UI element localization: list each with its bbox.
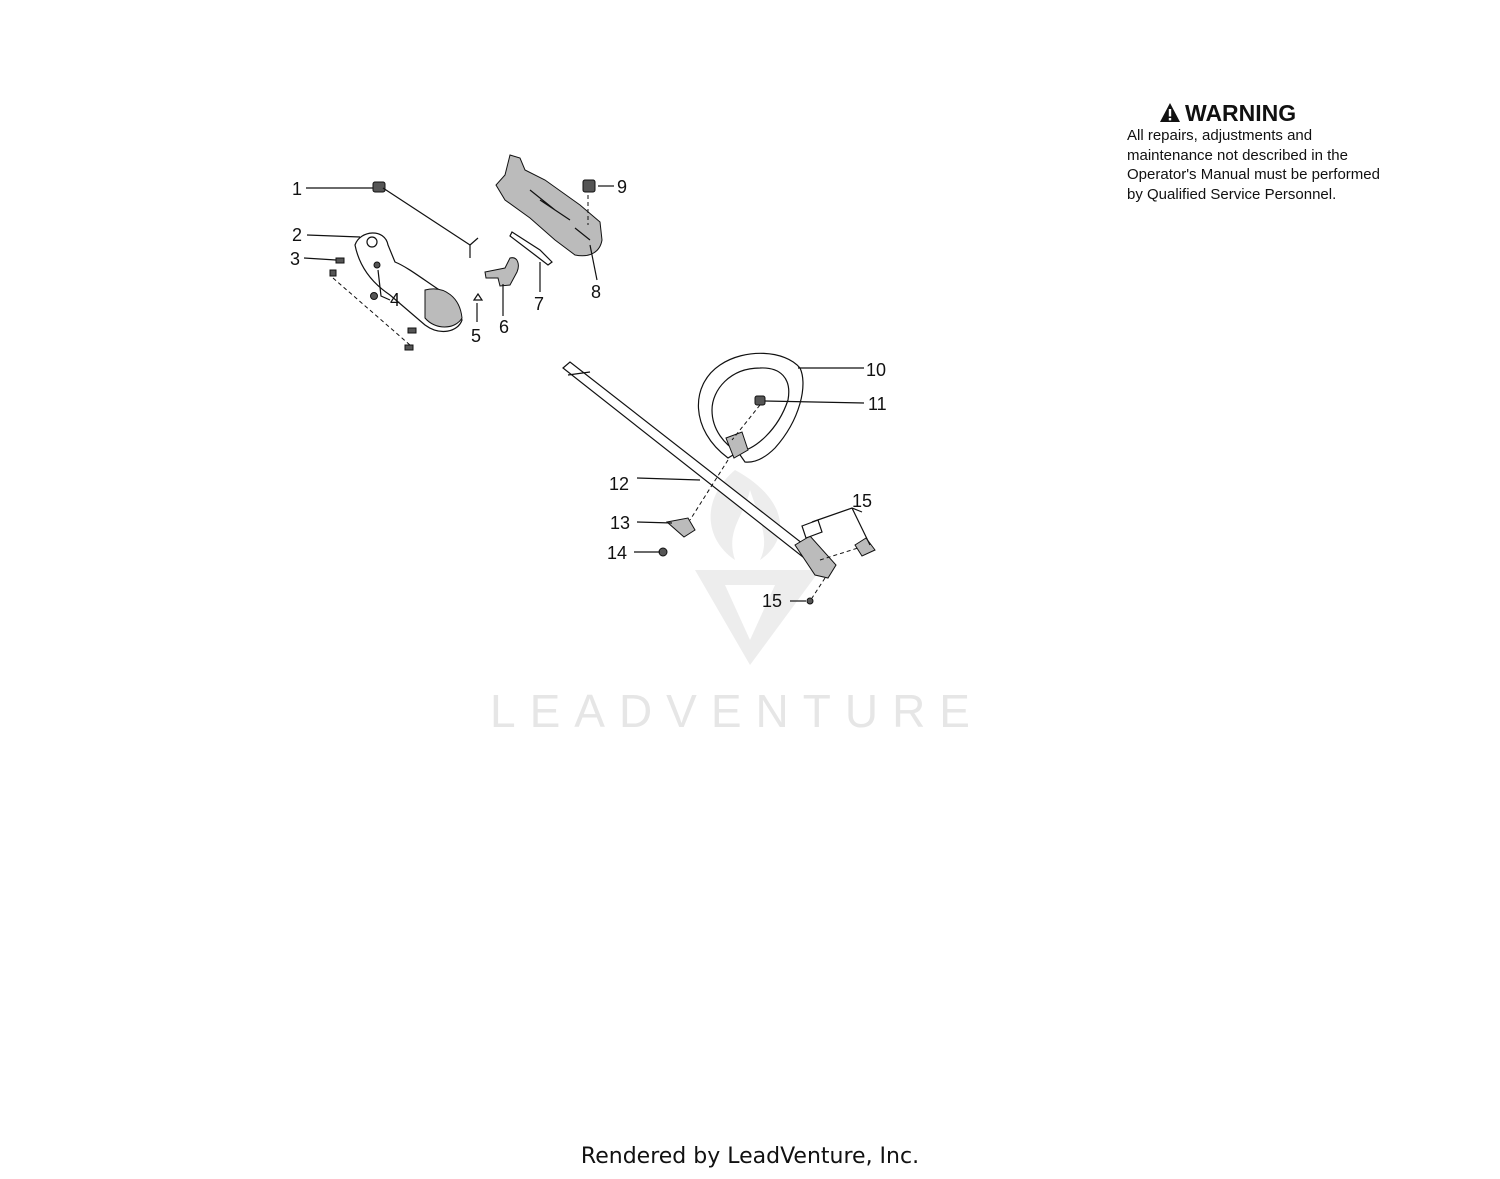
- part-15-hardware: [794, 519, 876, 605]
- callout-6: 6: [499, 317, 509, 337]
- footer-credit: Rendered by LeadVenture, Inc.: [580, 1144, 920, 1169]
- callout-3: 3: [290, 249, 300, 269]
- part-1-throttle-cable: [372, 181, 479, 258]
- part-4-nut: [370, 292, 378, 300]
- callout-7: 7: [534, 294, 544, 314]
- part-3-screws: [329, 257, 417, 351]
- callout-4: 4: [390, 290, 400, 310]
- callout-12: 12: [609, 474, 629, 494]
- warning-text: All repairs, adjustments and maintenance…: [1127, 127, 1380, 203]
- part-13-clamp: [665, 459, 729, 538]
- warning-triangle-icon: [1160, 103, 1180, 122]
- callout-13: 13: [610, 513, 630, 533]
- part-5-spring: [472, 292, 484, 301]
- part-9-stop-switch: [582, 179, 596, 225]
- callout-numbers: 1 2 3 4 5 6 7 8 9 10 11 12 13 14 15 15: [290, 177, 887, 611]
- part-6-throttle-trigger: [484, 257, 519, 287]
- leader-lines: [303, 185, 871, 602]
- callout-2: 2: [292, 225, 302, 245]
- part-10-loop-handle: [697, 352, 804, 463]
- callout-5: 5: [471, 326, 481, 346]
- callout-15a: 15: [852, 491, 872, 511]
- callout-10: 10: [866, 360, 886, 380]
- part-11-bolt: [731, 395, 766, 441]
- callout-15b: 15: [762, 591, 782, 611]
- watermark-text: LEADVENTURE: [490, 685, 984, 737]
- callout-11: 11: [868, 394, 887, 414]
- callout-8: 8: [591, 282, 601, 302]
- watermark: LEADVENTURE: [490, 470, 984, 737]
- warning-box: WARNING All repairs, adjustments and mai…: [1127, 100, 1387, 204]
- part-7-lockout-lever: [509, 231, 553, 266]
- warning-heading: WARNING: [1159, 100, 1387, 126]
- part-2-handle-housing: [354, 232, 463, 333]
- part-8-handle-half: [495, 154, 603, 257]
- callout-9: 9: [617, 177, 627, 197]
- part-14-knob: [658, 547, 668, 557]
- callout-14: 14: [607, 543, 627, 563]
- callout-1: 1: [292, 179, 302, 199]
- warning-title: WARNING: [1185, 100, 1297, 126]
